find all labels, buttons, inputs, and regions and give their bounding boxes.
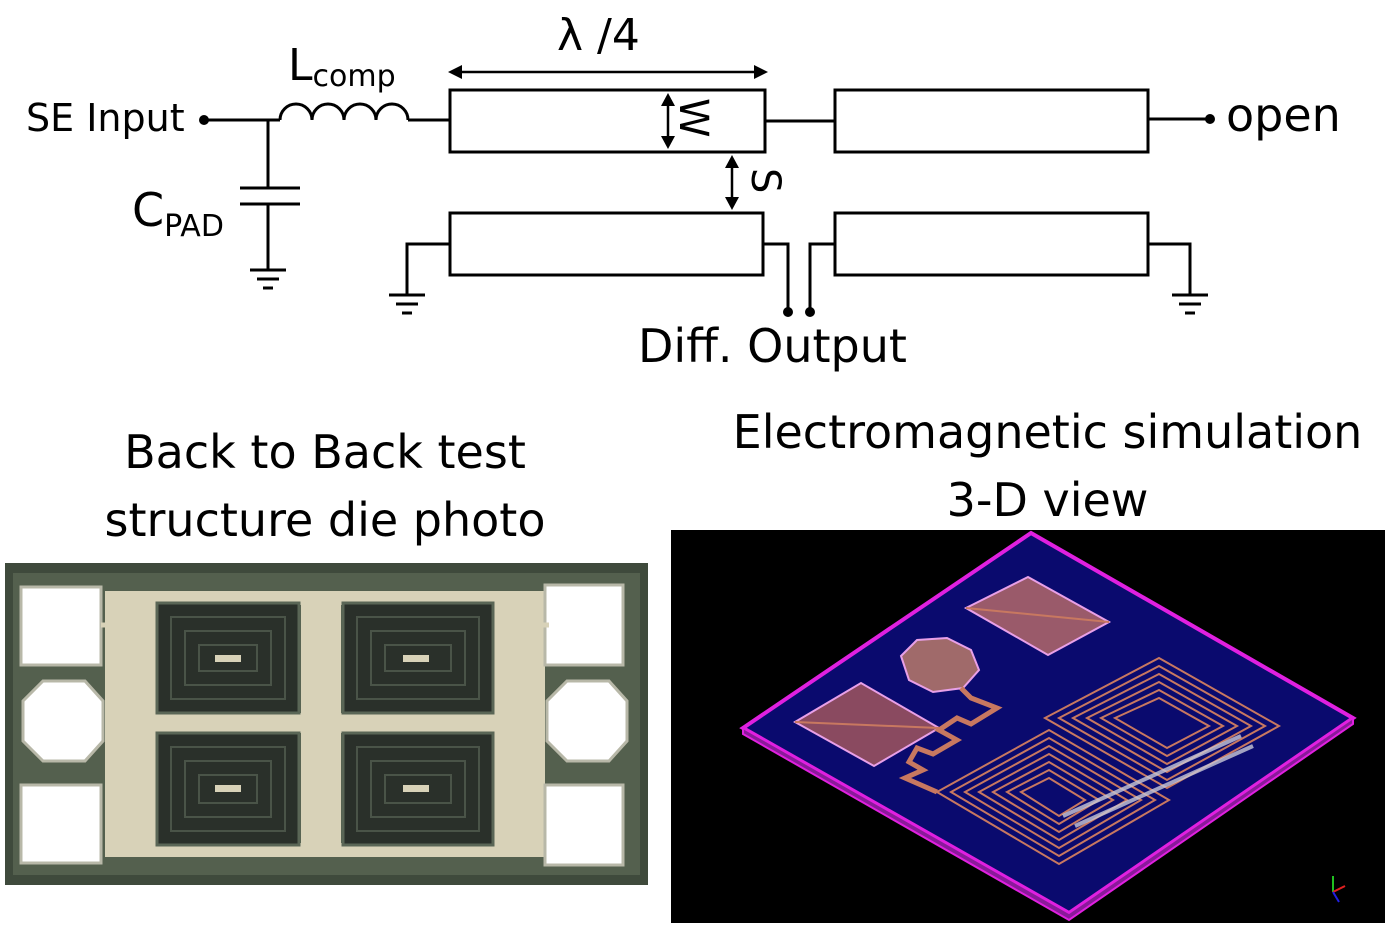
die-photo-caption-line1: Back to Back test	[124, 425, 526, 479]
s-label: S	[742, 168, 788, 193]
cpad-label-main: C	[132, 183, 164, 237]
se-input-label: SE Input	[26, 96, 185, 140]
ground-symbol-cpad	[250, 268, 286, 290]
diff-output-wire-left	[763, 242, 790, 310]
die-photo-caption-line2: structure die photo	[104, 493, 546, 547]
tline-top-right	[833, 88, 1150, 154]
diff-output-label: Diff. Output	[638, 319, 907, 373]
w-label: W	[670, 98, 716, 138]
cpad-label: CPAD	[132, 183, 224, 244]
se-input-terminal	[199, 115, 209, 125]
ground-symbol-right	[1172, 293, 1208, 315]
inductor-lcomp	[278, 102, 410, 121]
tline-bottom-left	[448, 211, 765, 277]
lcomp-label-sub: comp	[313, 59, 396, 94]
em-view-caption-line2: 3-D view	[946, 473, 1149, 527]
die-pad-br	[543, 783, 625, 867]
em-axis-triad-icon	[1332, 876, 1346, 903]
ground-wire-left	[405, 242, 450, 295]
die-photo-caption: Back to Back test structure die photo	[0, 418, 650, 554]
em-underpass-1	[1062, 734, 1242, 818]
diff-output-terminal-left	[783, 307, 793, 317]
die-pad-ml	[21, 679, 105, 763]
balun-schematic: SE Input Lcomp CPAD λ /4 W S open Diff. …	[26, 10, 1341, 373]
em-view-caption: Electromagnetic simulation 3-D view	[695, 398, 1400, 534]
em-meander-line	[898, 686, 1003, 795]
em-simulation-view	[671, 530, 1385, 923]
lcomp-label-main: L	[288, 40, 313, 91]
tline-bottom-right	[833, 211, 1150, 277]
em-view-caption-line1: Electromagnetic simulation	[732, 405, 1363, 459]
open-terminal	[1205, 114, 1215, 124]
lcomp-label: Lcomp	[288, 40, 396, 94]
die-pad-tl	[19, 585, 103, 667]
die-metal-left	[105, 591, 157, 857]
em-spiral-inductor-left	[934, 728, 1171, 866]
ground-symbol-left	[389, 293, 425, 315]
die-pad-tr	[543, 583, 625, 667]
lambda-label: λ /4	[557, 10, 640, 61]
die-photo	[5, 563, 648, 885]
die-metal-right	[493, 591, 545, 857]
cpad-label-sub: PAD	[164, 209, 224, 244]
die-pad-bl	[19, 783, 103, 865]
open-label: open	[1226, 88, 1341, 142]
diff-output-terminal-right	[805, 307, 815, 317]
diff-output-wire-right	[808, 242, 835, 310]
tline-top-left	[448, 88, 767, 154]
em-underpass-2	[1074, 744, 1254, 828]
em-spiral-inductor-right	[1042, 656, 1282, 790]
em-pad-octagon	[899, 636, 981, 694]
die-pad-mr	[545, 679, 629, 763]
ground-wire-right	[1148, 242, 1192, 295]
die-metal-center-v	[301, 591, 341, 857]
